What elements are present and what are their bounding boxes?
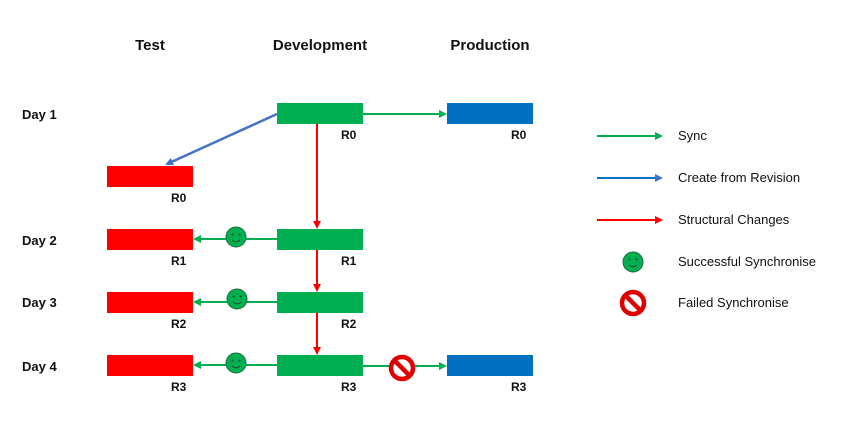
rev-label-test-r0: R0: [171, 191, 187, 205]
day-label-2: Day 2: [22, 233, 57, 248]
legend-label-create: Create from Revision: [678, 170, 801, 185]
legend-label-sync: Sync: [678, 128, 707, 143]
prod-box-day1: [447, 103, 533, 124]
rev-label-dev-day3: R2: [341, 317, 357, 331]
rev-label-prod-day4: R3: [511, 380, 527, 394]
legend-label-structural: Structural Changes: [678, 212, 790, 227]
test-box-day2: [107, 229, 193, 250]
dev-box-day2: [277, 229, 363, 250]
dev-box-day1: [277, 103, 363, 124]
rev-label-dev-day4: R3: [341, 380, 357, 394]
rev-label-test-day4: R3: [171, 380, 187, 394]
test-box-r0: [107, 166, 193, 187]
day-label-4: Day 4: [22, 359, 57, 374]
day-label-1: Day 1: [22, 107, 57, 122]
legend-label-success: Successful Synchronise: [678, 254, 817, 269]
rev-label-dev-day1: R0: [341, 128, 357, 142]
rev-label-dev-day2: R1: [341, 254, 357, 268]
column-header-test: Test: [135, 37, 165, 54]
success-smiley-icon-day3: [226, 288, 248, 310]
rev-label-test-day2: R1: [171, 254, 187, 268]
prod-box-day4: [447, 355, 533, 376]
column-header-production: Production: [450, 37, 530, 54]
success-smiley-icon-day4: [225, 352, 247, 374]
legend-success-smiley-icon: [622, 251, 644, 273]
day-label-3: Day 3: [22, 295, 57, 310]
failed-sync-icon-day4: [388, 354, 416, 382]
dev-box-day3: [277, 292, 363, 313]
success-smiley-icon-day2: [225, 226, 247, 248]
dev-box-day4: [277, 355, 363, 376]
test-box-day3: [107, 292, 193, 313]
test-box-day4: [107, 355, 193, 376]
legend-failed-icon: [619, 289, 647, 317]
create-arrow-dev-to-test: [165, 112, 278, 166]
column-header-development: Development: [272, 37, 368, 54]
legend-label-failed: Failed Synchronise: [678, 295, 789, 310]
rev-label-test-day3: R2: [171, 317, 187, 331]
rev-label-prod-day1: R0: [511, 128, 527, 142]
